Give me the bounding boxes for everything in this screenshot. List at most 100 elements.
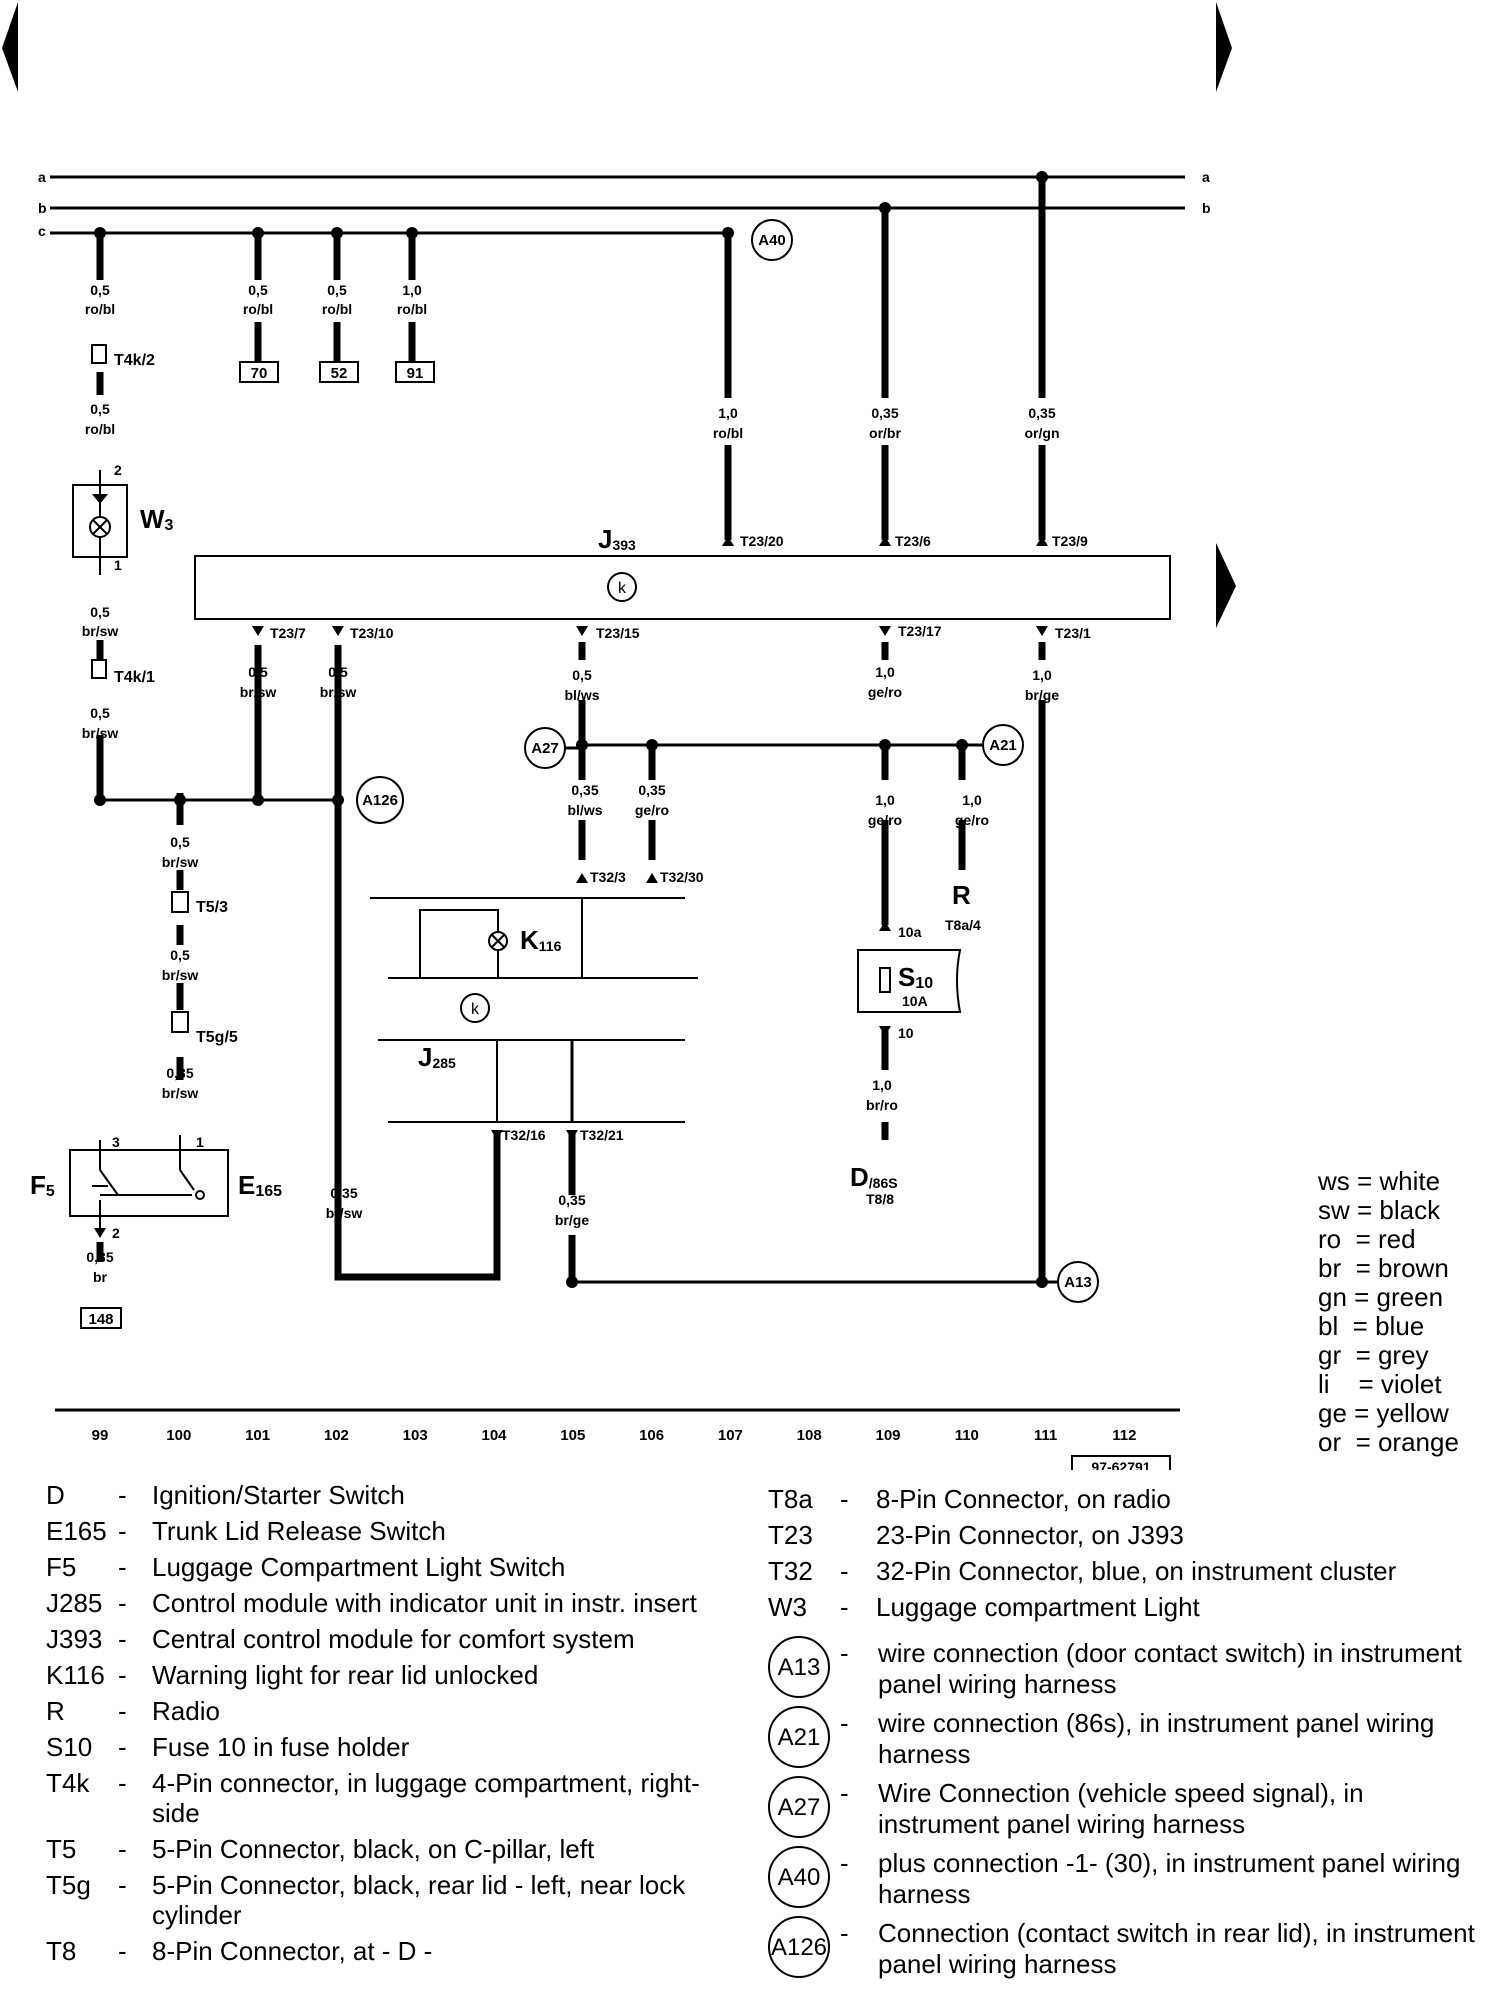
component-r: R: [952, 880, 971, 910]
wire-color: br/sw: [82, 623, 119, 639]
k-module-label: k: [618, 580, 627, 597]
pin-t23-17: T23/17: [898, 623, 942, 639]
wire-color: ro/bl: [243, 301, 273, 317]
prev-page-arrow[interactable]: [2, 2, 18, 92]
track-number: 100: [166, 1427, 191, 1444]
next-page-arrow[interactable]: [1216, 2, 1232, 92]
bus-label-a-left: a: [38, 169, 46, 185]
legend-dash: -: [118, 1480, 127, 1510]
switch-contacts: [92, 1135, 205, 1228]
legend-desc: 4-Pin connector, in luggage compartment,…: [152, 1768, 700, 1828]
track-number: 111: [1034, 1427, 1057, 1444]
wire-rearlid-return: [334, 1080, 501, 1281]
pin-t4k1: T4k/1: [114, 669, 155, 686]
legend-desc: 8-Pin Connector, on radio: [876, 1484, 1171, 1514]
wire-color: or/gn: [1025, 425, 1060, 441]
legend-desc: Radio: [152, 1696, 220, 1726]
bus-label-c-left: c: [38, 223, 46, 239]
conn-a27: A27: [531, 740, 559, 757]
wire-size: 0,5: [327, 282, 347, 298]
wire-size: 0,35: [638, 782, 665, 798]
color-key-entry: gn = green: [1318, 1282, 1443, 1312]
wiring-diagram: a b c a b: [2, 2, 1459, 1470]
pin-2: 2: [112, 1225, 120, 1241]
connection-legend-row: A126-Connection (contact switch in rear …: [768, 1916, 1488, 1980]
ref-91: 91: [407, 365, 424, 382]
wire-size: 1,0: [875, 792, 895, 808]
wire-size: 0,35: [1028, 405, 1055, 421]
wire-color: ge/ro: [868, 812, 902, 828]
wire-size: 0,5: [90, 401, 110, 417]
bus-label-b-left: b: [38, 200, 47, 216]
legend-desc: Trunk Lid Release Switch: [152, 1516, 446, 1546]
pin-t23-15: T23/15: [596, 625, 640, 641]
reference-boxes: [80, 361, 435, 1329]
k-module-icon: [460, 993, 490, 1023]
legend-dash: -: [118, 1768, 127, 1798]
wire-color: ro/bl: [322, 301, 352, 317]
legend-row: W3-Luggage compartment Light: [768, 1592, 1488, 1622]
bus-label-b-right: b: [1202, 200, 1211, 216]
legend-row: T5g-5-Pin Connector, black, rear lid - l…: [46, 1870, 746, 1930]
wire-size: 0,5: [170, 834, 190, 850]
component-f5: F5: [30, 1170, 55, 1200]
page-continue-arrow[interactable]: [1216, 543, 1236, 628]
legend-row: T8a-8-Pin Connector, on radio: [768, 1484, 1488, 1514]
ref-52: 52: [331, 365, 348, 382]
legend-dash: -: [840, 1592, 849, 1622]
pin-t32-30: T32/30: [660, 869, 704, 885]
bus-label-a-right: a: [1202, 169, 1210, 185]
legend-dash: -: [118, 1834, 127, 1864]
color-key-entry: gr = grey: [1318, 1340, 1429, 1370]
track-number: 108: [797, 1427, 822, 1444]
component-j285: J285: [418, 1042, 456, 1072]
s10-fuse-holder: [857, 949, 962, 1013]
conn-a21: A21: [989, 737, 1017, 754]
connection-legend-row: A40-plus connection -1- (30), in instrum…: [768, 1846, 1488, 1910]
wire-size: 0,5: [90, 604, 110, 620]
wire-labels: 0,5 ro/bl 0,5 ro/bl 0,5 ro/bl 1,0 ro/bl …: [82, 282, 1060, 1285]
legend-code: D: [46, 1480, 65, 1510]
connector-icon: [171, 891, 189, 913]
legend-code: T5: [46, 1834, 77, 1864]
pin-arrows: [94, 536, 1048, 1238]
k-module-label: k: [471, 1001, 480, 1018]
wire-color: br/sw: [326, 1205, 363, 1221]
color-key-entry: br = brown: [1318, 1253, 1449, 1283]
legend-code: T8a: [768, 1484, 813, 1514]
legend-desc: Central control module for comfort syste…: [152, 1624, 635, 1654]
legend-row: R-Radio: [46, 1696, 746, 1726]
wire-size: 1,0: [402, 282, 422, 298]
wire-size: 1,0: [872, 1077, 892, 1093]
component-j393: J393: [598, 524, 636, 554]
pin-labels: T23/20 T23/6 T23/9 T23/7 T23/10 T23/15 T…: [270, 533, 1091, 1207]
pin-t32-3: T32/3: [590, 869, 626, 885]
legend-code: E165: [46, 1516, 107, 1546]
wire-color: bl/ws: [567, 802, 602, 818]
pin-t23-1: T23/1: [1055, 625, 1091, 641]
legend-desc: Luggage Compartment Light Switch: [152, 1552, 566, 1582]
ref-148: 148: [88, 1311, 113, 1328]
connection-legend-row: A27-Wire Connection (vehicle speed signa…: [768, 1776, 1488, 1840]
wire-size: 0,5: [90, 282, 110, 298]
component-k116: K116: [520, 925, 562, 955]
legend-dash: -: [840, 1484, 849, 1514]
pin-t5-3: T5/3: [196, 899, 228, 916]
wire-size: 0,35: [558, 1192, 585, 1208]
connector-icon: [91, 344, 107, 364]
wire-size: 0,5: [248, 664, 268, 680]
color-key-entry: li = violet: [1318, 1369, 1442, 1399]
wire-color: br/sw: [162, 967, 199, 983]
color-key-entry: ro = red: [1318, 1224, 1416, 1254]
wire-size: 0,35: [166, 1065, 193, 1081]
wire-color: br/ge: [555, 1212, 589, 1228]
legend-row: T4k-4-Pin connector, in luggage compartm…: [46, 1768, 746, 1828]
conn-a40: A40: [758, 232, 786, 249]
legend-dash: -: [118, 1552, 127, 1582]
connection-circle: A126: [768, 1916, 830, 1978]
wire-size: 1,0: [875, 664, 895, 680]
diode-icon: [92, 494, 108, 504]
legend-dash: -: [840, 1778, 849, 1808]
legend-dash: -: [118, 1660, 127, 1690]
